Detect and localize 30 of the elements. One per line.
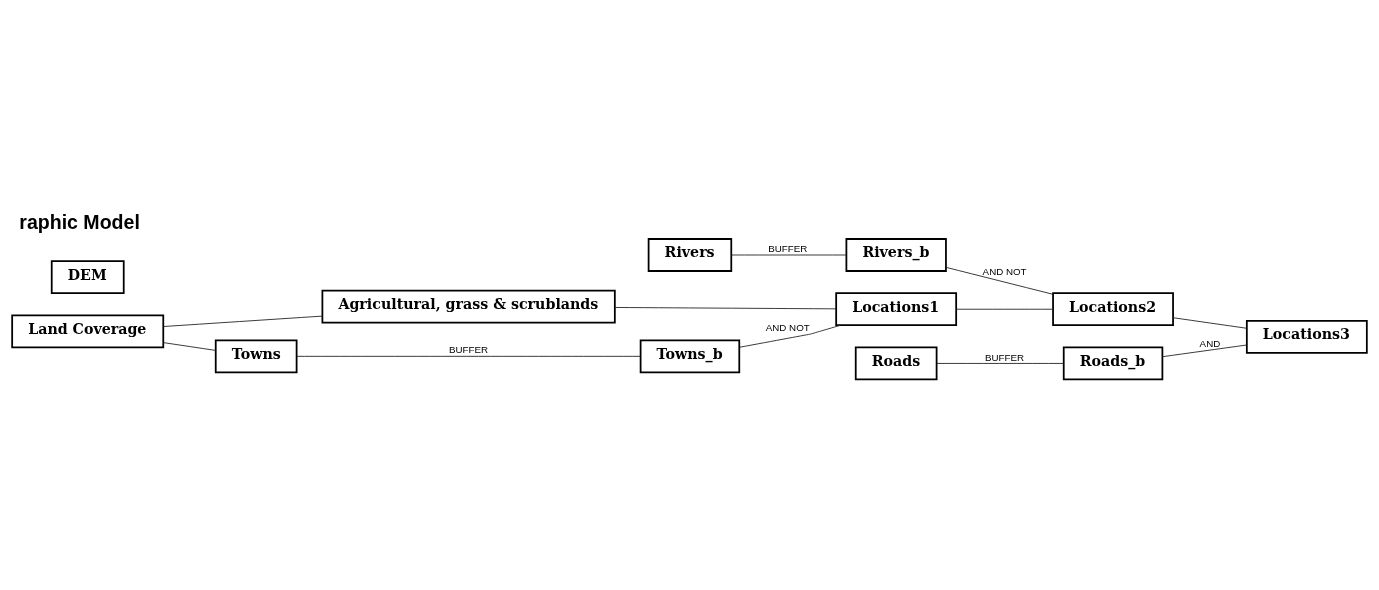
connector xyxy=(614,307,837,310)
node-box: Roads xyxy=(854,346,938,381)
node-box: Towns xyxy=(214,339,298,374)
connector xyxy=(739,324,841,348)
connector xyxy=(945,266,1054,295)
node-box: Rivers_b xyxy=(845,238,947,272)
connector xyxy=(936,363,1065,364)
edge-label: BUFFER xyxy=(768,243,808,255)
connector xyxy=(296,355,641,357)
node-box: DEM xyxy=(50,260,125,295)
edge-label: BUFFER xyxy=(449,344,489,356)
edge-label: BUFFER xyxy=(985,351,1025,363)
edge-label: AND xyxy=(1199,338,1221,350)
node-box: Rivers xyxy=(647,238,733,272)
connector xyxy=(162,315,323,327)
edge-label: AND NOT xyxy=(765,322,810,334)
node-box: Towns_b xyxy=(639,339,741,374)
edge-label: AND NOT xyxy=(982,266,1027,278)
node-box: Roads_b xyxy=(1062,346,1164,381)
node-box: Locations3 xyxy=(1245,319,1368,354)
connector xyxy=(955,308,1054,310)
node-box: Land Coverage xyxy=(11,314,165,349)
connector xyxy=(162,342,217,351)
node-box: Locations2 xyxy=(1052,292,1174,327)
node-box: Locations1 xyxy=(835,292,958,327)
node-box: Agricultural, grass & scrublands xyxy=(321,289,616,324)
connector xyxy=(731,254,847,256)
diagram-title: raphic Model xyxy=(19,210,140,233)
connector xyxy=(1172,317,1248,329)
connector xyxy=(1161,344,1247,358)
